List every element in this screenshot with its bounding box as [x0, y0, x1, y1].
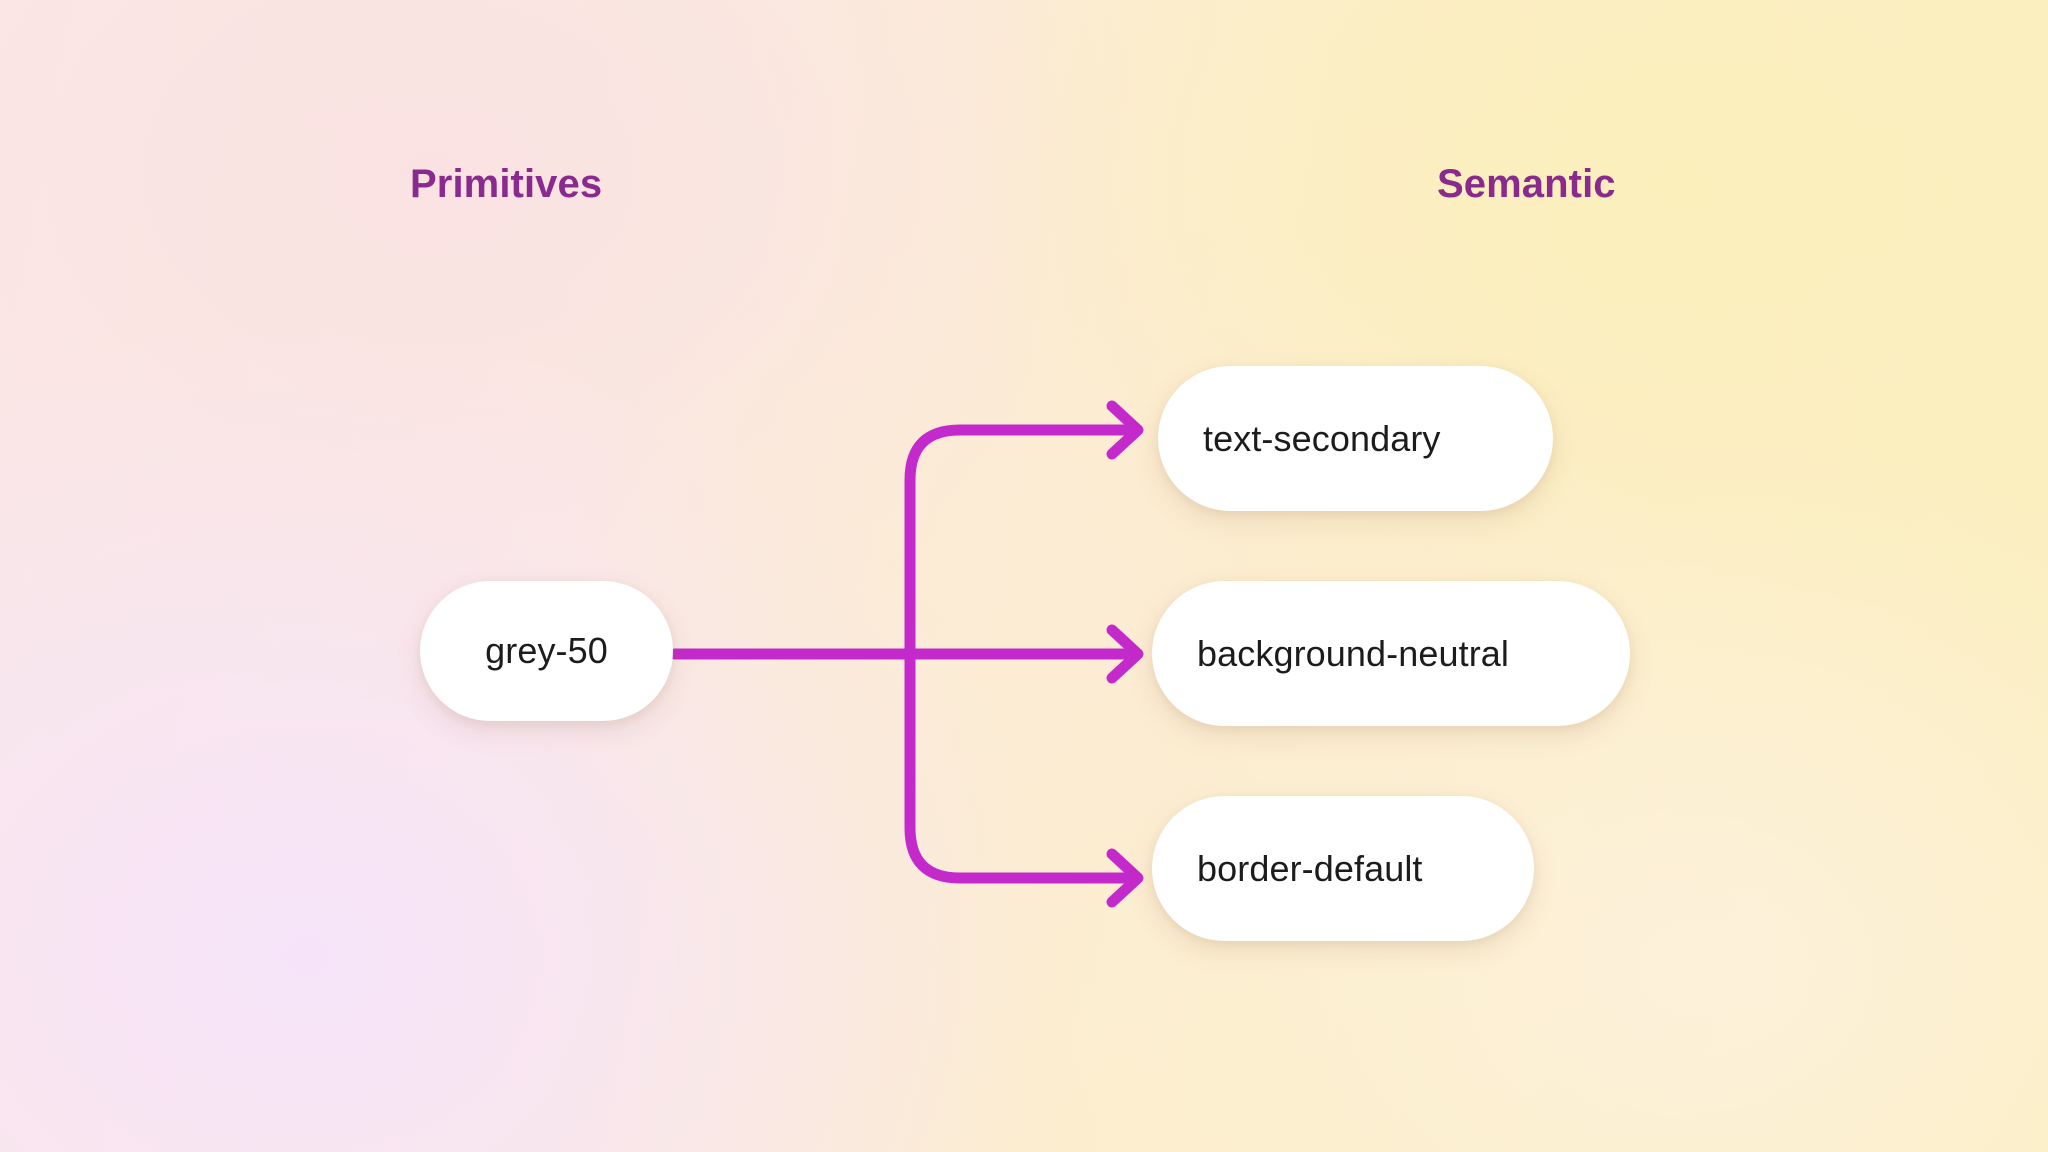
token-label: grey-50	[485, 630, 608, 671]
token-label: background-neutral	[1197, 632, 1510, 674]
token-pill-text-secondary[interactable]: text-secondary	[1158, 366, 1553, 511]
token-pill-background-neutral[interactable]: background-neutral	[1152, 581, 1630, 726]
token-label: border-default	[1197, 847, 1423, 889]
token-label: text-secondary	[1203, 417, 1441, 459]
token-pill-border-default[interactable]: border-default	[1152, 796, 1534, 941]
token-pill-primitive[interactable]: grey-50	[420, 581, 673, 721]
column-heading-primitives: Primitives	[410, 162, 603, 206]
column-heading-semantic: Semantic	[1437, 162, 1616, 206]
